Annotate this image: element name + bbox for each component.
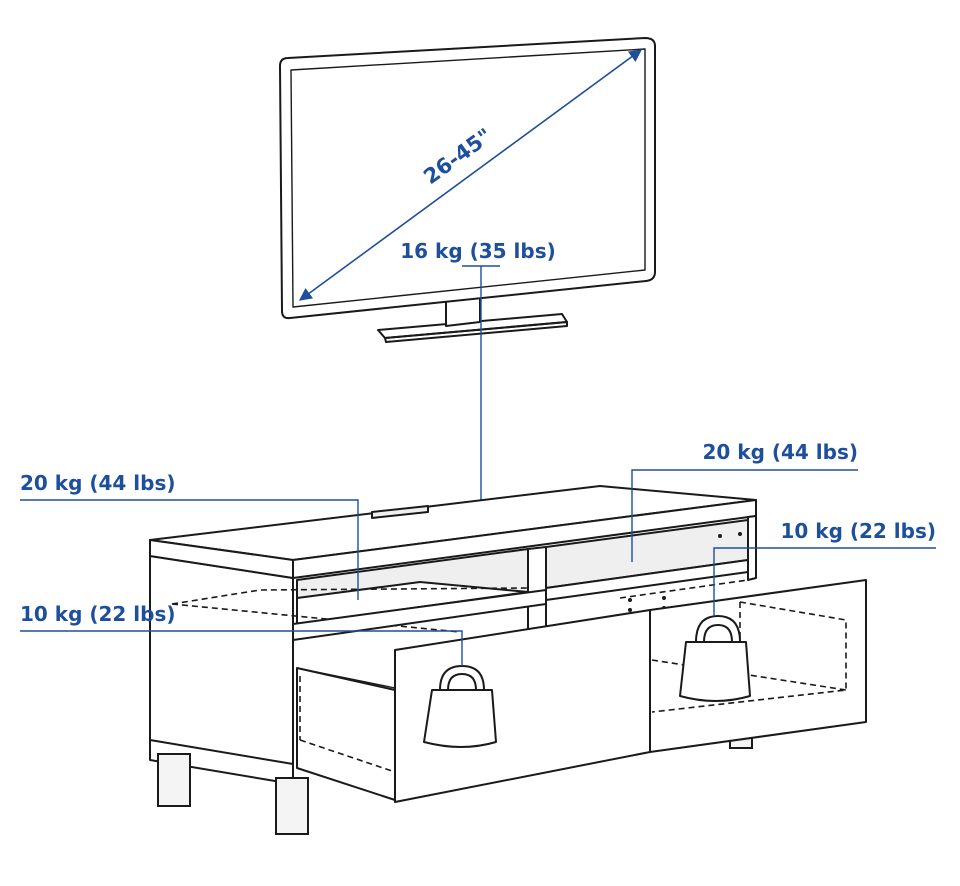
bench-hole — [738, 532, 742, 536]
right-drawer-dash-back — [651, 601, 847, 713]
bench-hole — [628, 608, 632, 612]
bench-leg-front-left — [157, 753, 191, 807]
left-shelf-leader — [20, 499, 359, 600]
tv-weight-label: 16 kg (35 lbs) — [400, 239, 556, 263]
left-drawer-leader — [20, 630, 463, 666]
right-drawer-leader — [713, 547, 936, 616]
right-shelf-leader — [631, 469, 858, 562]
tv-bench-icon — [149, 485, 867, 835]
tv-icon — [279, 37, 656, 343]
double-arrow-icon — [298, 49, 643, 301]
right-shelf-label: 20 kg (44 lbs) — [702, 440, 858, 464]
bench-hole — [662, 596, 666, 600]
bench-left-side-plinth — [149, 739, 294, 765]
left-drawer-side — [296, 667, 396, 801]
cable-outlet — [371, 505, 429, 519]
bench-rail — [292, 589, 547, 641]
tv-stand-base-edge — [384, 321, 568, 343]
right-drawer-dash-top — [619, 579, 749, 599]
left-drawer-side-edge — [296, 667, 396, 689]
bench-hole — [718, 534, 722, 538]
left-shelf-label: 20 kg (44 lbs) — [20, 471, 176, 495]
bench-leg-front-middle — [275, 777, 309, 835]
left-drawer-dash-lower — [171, 603, 461, 633]
weight-icon — [423, 665, 497, 748]
right-drawer-label: 10 kg (22 lbs) — [780, 519, 936, 543]
weight-icon — [679, 615, 751, 702]
left-drawer-label: 10 kg (22 lbs) — [20, 602, 176, 626]
bench-hole — [628, 598, 632, 602]
